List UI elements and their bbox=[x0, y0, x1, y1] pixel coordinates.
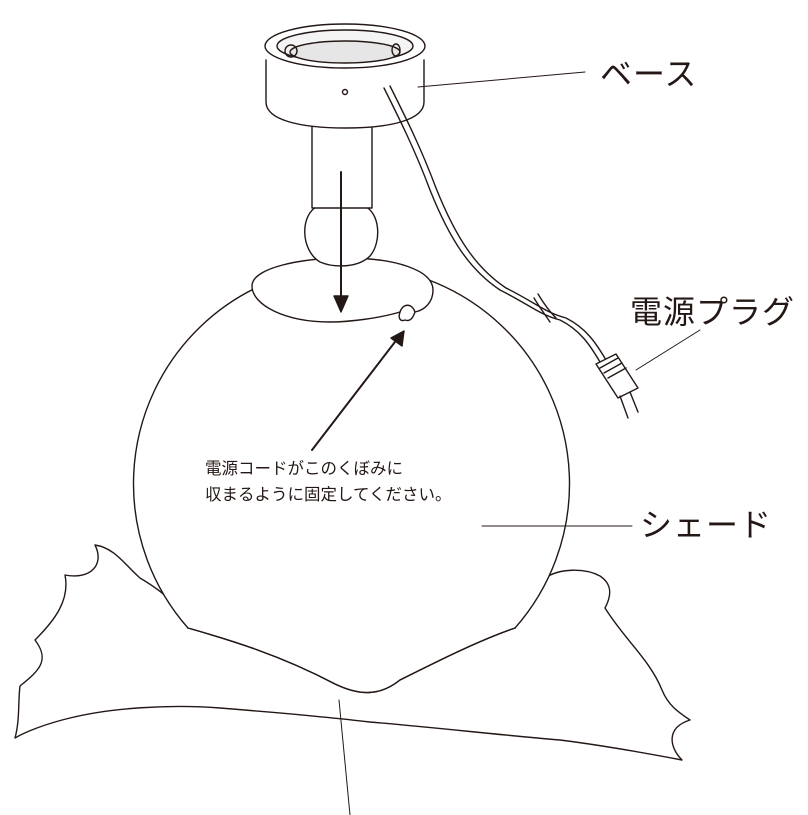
diagonal-arrow-shaft bbox=[311, 337, 399, 451]
label-base: ベース bbox=[600, 55, 698, 93]
screw-hole-left bbox=[284, 44, 298, 58]
base-inner-floor bbox=[289, 40, 401, 64]
instruction-line-1: 電源コードがこのくぼみに bbox=[205, 459, 403, 478]
down-arrow-head bbox=[333, 295, 349, 313]
diagonal-arrow-head bbox=[390, 330, 405, 347]
leader-plug bbox=[635, 329, 701, 371]
plug-prong-1 bbox=[619, 395, 629, 419]
cord-clip bbox=[533, 293, 557, 323]
globe-opening bbox=[251, 257, 434, 323]
leader-base bbox=[417, 71, 586, 88]
label-power-plug: 電源プラグ bbox=[630, 293, 796, 331]
base-dot bbox=[341, 88, 349, 96]
plug-body bbox=[595, 353, 639, 399]
leader-cloth bbox=[338, 699, 351, 815]
globe-bottom bbox=[187, 627, 516, 694]
instruction-line-2: 収まるように固定してください。 bbox=[205, 485, 452, 504]
power-cord bbox=[383, 87, 601, 363]
plug-prong-2 bbox=[629, 391, 639, 413]
cloth-shape bbox=[14, 544, 691, 761]
plug-grip bbox=[599, 357, 627, 379]
screw-hole-right bbox=[391, 43, 401, 57]
power-cord-2 bbox=[389, 85, 607, 361]
label-shade: シェード bbox=[640, 506, 773, 544]
cord-notch bbox=[399, 304, 416, 313]
